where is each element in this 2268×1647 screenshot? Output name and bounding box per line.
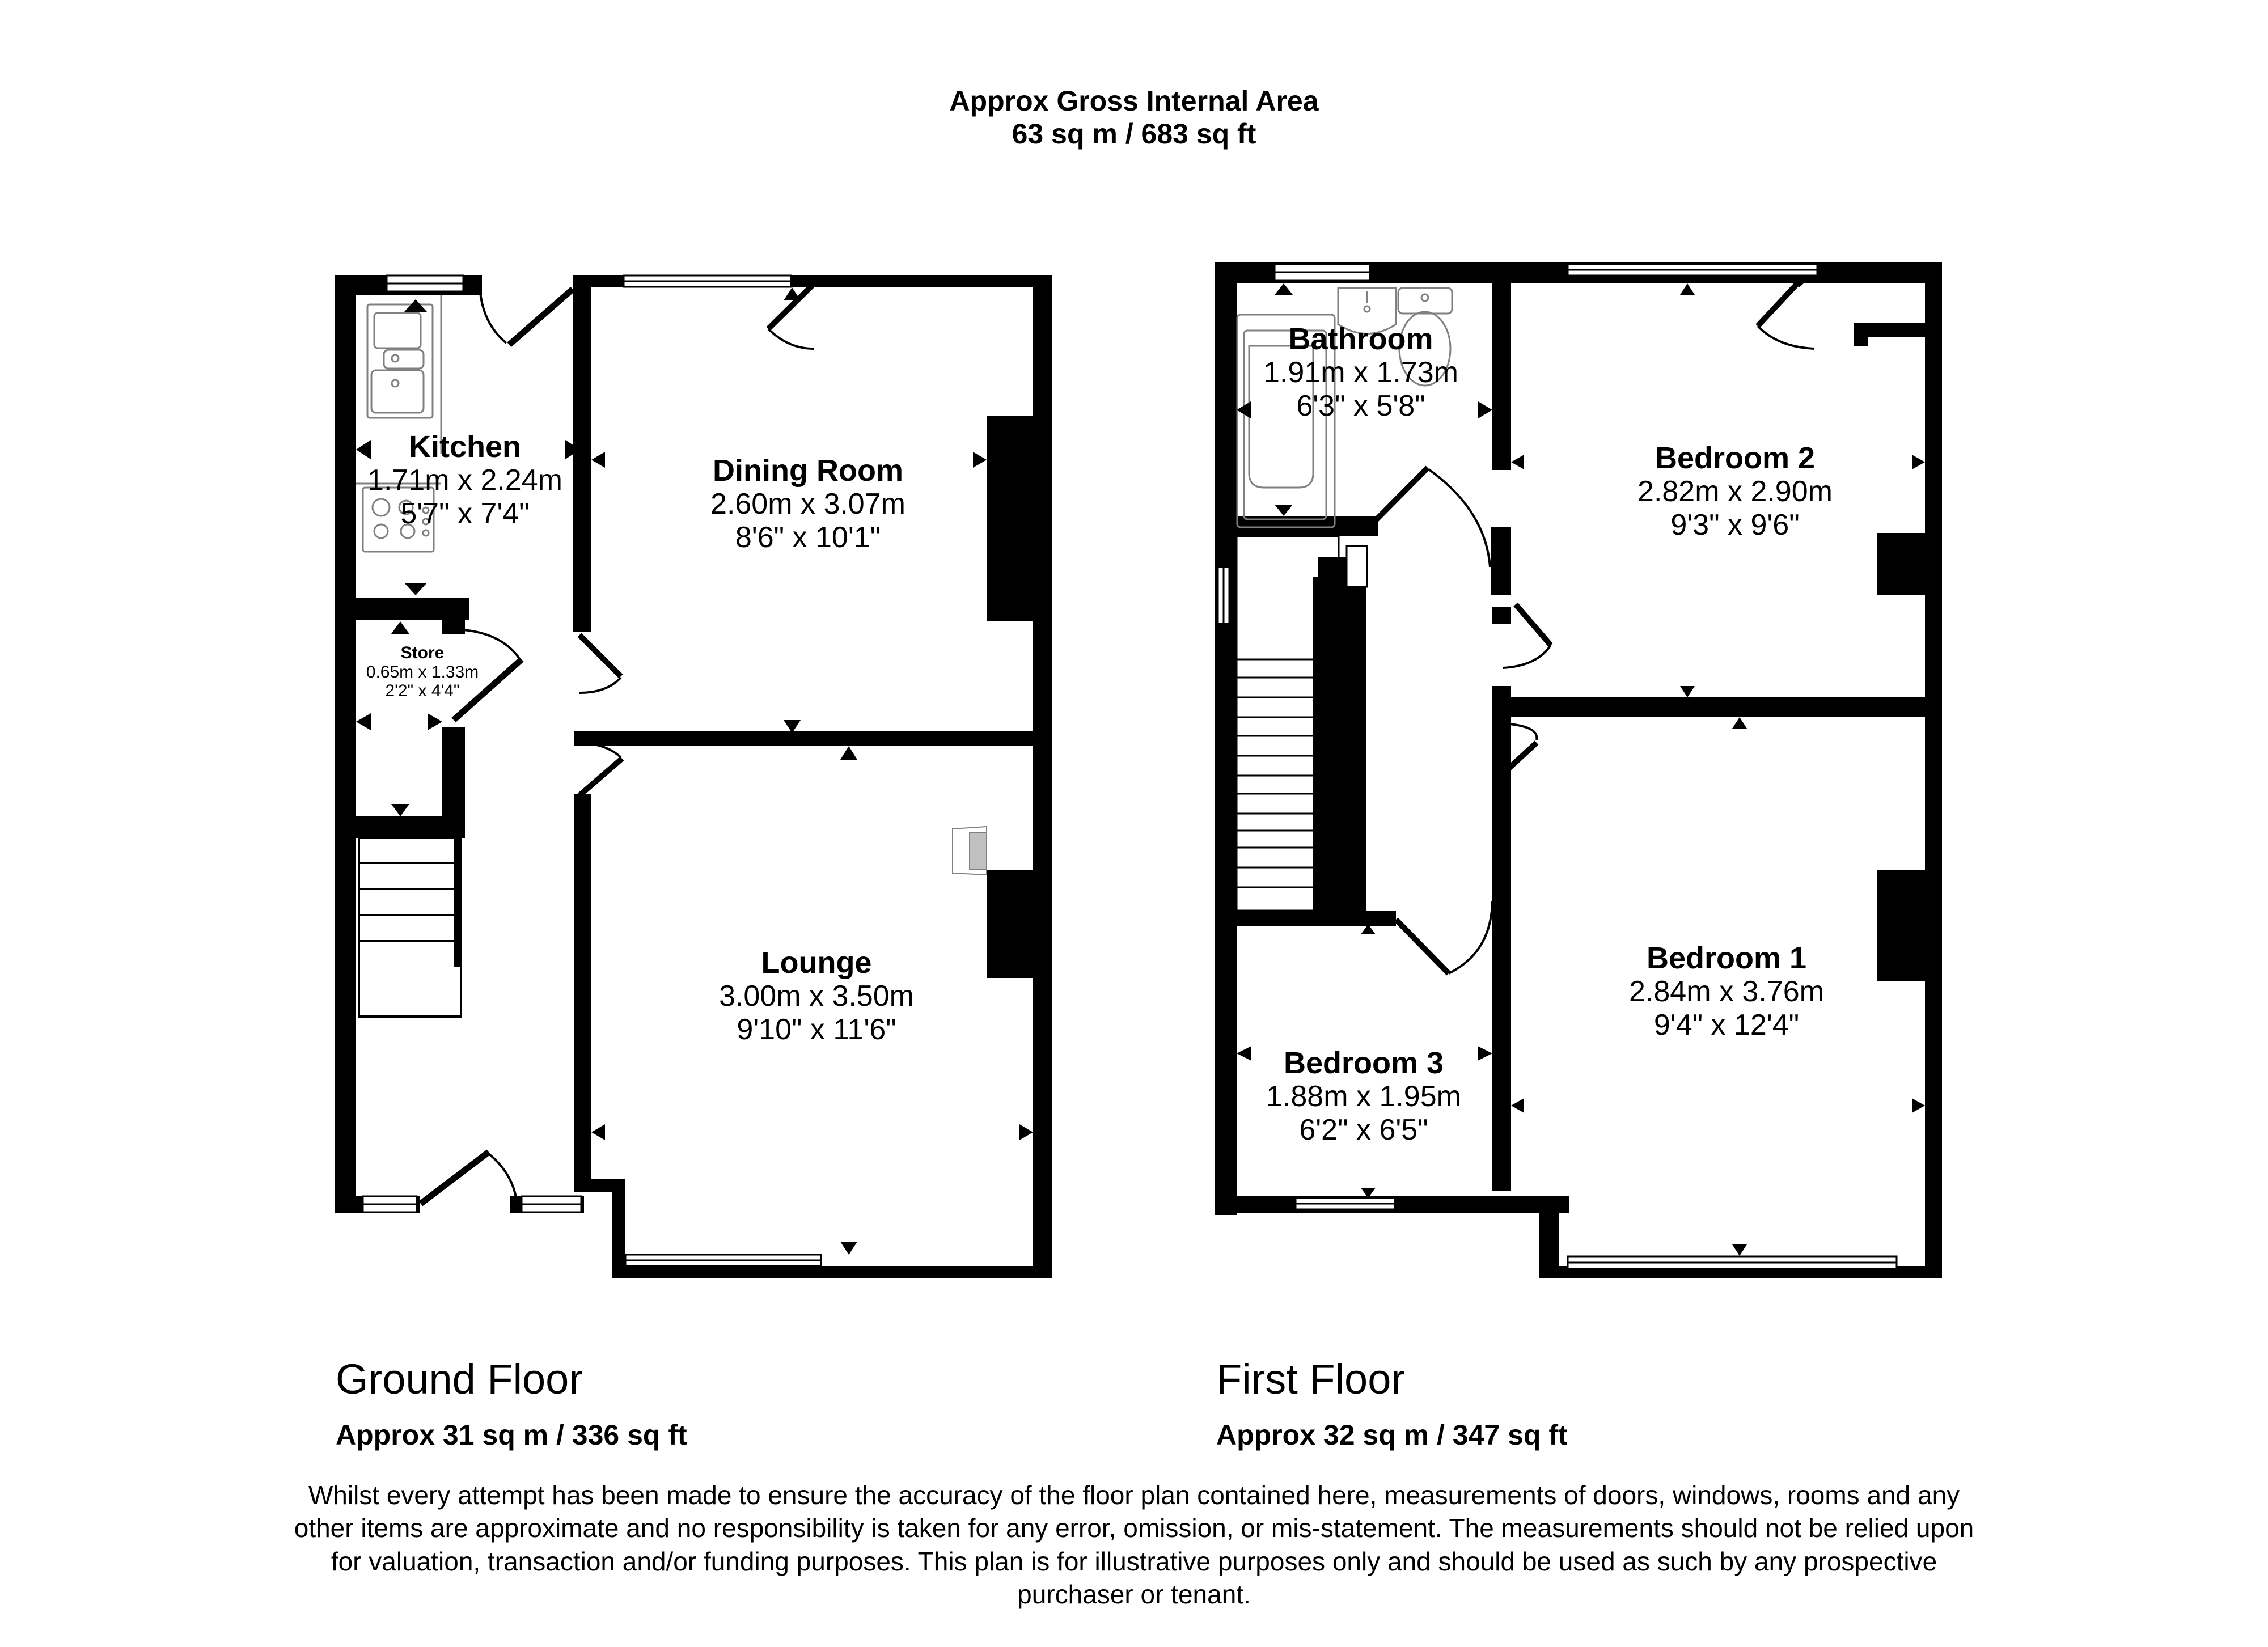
room-label-lounge: Lounge 3.00m x 3.50m 9'10" x 11'6": [719, 946, 914, 1046]
room-name: Lounge: [761, 946, 872, 980]
room-label-bedroom-2: Bedroom 2 2.82m x 2.90m 9'3" x 9'6": [1637, 441, 1833, 541]
hob: [362, 486, 435, 553]
room-imperial: 6'2" x 6'5": [1299, 1113, 1428, 1146]
gross-area-title: Approx Gross Internal Area 63 sq m / 683…: [0, 85, 2268, 150]
room-metric: 1.91m x 1.73m: [1263, 356, 1458, 389]
room-metric: 2.84m x 3.76m: [1629, 975, 1824, 1009]
room-label-bathroom: Bathroom 1.91m x 1.73m 6'3" x 5'8": [1263, 322, 1458, 422]
room-metric: 3.00m x 3.50m: [719, 980, 914, 1013]
room-label-store: Store 0.65m x 1.33m 2'2" x 4'4": [366, 643, 479, 701]
dining-door: [577, 633, 623, 679]
room-name: Bedroom 1: [1646, 941, 1807, 975]
wall: [1033, 275, 1052, 1278]
kitchen-sink: [356, 295, 442, 485]
ground-floor-area: Approx 31 sq m / 336 sq ft: [336, 1419, 687, 1451]
wall: [335, 275, 356, 1213]
room-label-dining-room: Dining Room 2.60m x 3.07m 8'6" x 10'1": [710, 454, 905, 554]
ground-floor-plan: [335, 274, 1052, 1278]
room-name: Kitchen: [408, 430, 522, 464]
store-door: [451, 657, 524, 723]
room-imperial: 6'3" x 5'8": [1296, 389, 1425, 422]
room-imperial: 2'2" x 4'4": [385, 681, 460, 701]
staircase-first: [1235, 535, 1368, 920]
room-metric: 2.82m x 2.90m: [1637, 475, 1833, 509]
room-imperial: 8'6" x 10'1": [735, 520, 881, 554]
front-door: [418, 1149, 491, 1206]
room-label-kitchen: Kitchen 1.71m x 2.24m 5'7" x 7'4": [367, 430, 562, 530]
room-metric: 2.60m x 3.07m: [710, 488, 905, 521]
first-floor-plan: [1215, 262, 1942, 1278]
staircase-ground: [358, 837, 462, 1018]
room-label-bedroom-3: Bedroom 3 1.88m x 1.95m 6'2" x 6'5": [1266, 1046, 1461, 1146]
room-metric: 1.71m x 2.24m: [367, 464, 562, 497]
room-imperial: 5'7" x 7'4": [400, 497, 530, 530]
ground-floor-label: Ground Floor: [336, 1356, 583, 1403]
room-name: Bedroom 3: [1283, 1046, 1444, 1080]
dimension-arrows: [356, 283, 1925, 1256]
room-imperial: 9'3" x 9'6": [1670, 508, 1800, 541]
room-name: Bedroom 2: [1655, 441, 1816, 475]
bath-tub: [1236, 314, 1336, 528]
room-metric: 0.65m x 1.33m: [366, 662, 479, 681]
wall: [356, 598, 469, 620]
room-imperial: 9'4" x 12'4": [1653, 1008, 1800, 1041]
title-line-1: Approx Gross Internal Area: [949, 85, 1319, 117]
room-label-bedroom-1: Bedroom 1 2.84m x 3.76m 9'4" x 12'4": [1629, 941, 1824, 1041]
wall: [573, 275, 591, 632]
room-name: Store: [400, 643, 445, 662]
toilet: [1397, 287, 1453, 387]
room-name: Bathroom: [1288, 322, 1433, 356]
room-name: Dining Room: [713, 454, 903, 488]
lounge-door: [577, 756, 624, 798]
back-door: [507, 286, 575, 348]
first-floor-area: Approx 32 sq m / 347 sq ft: [1216, 1419, 1568, 1451]
disclaimer-text: Whilst every attempt has been made to en…: [294, 1480, 1974, 1610]
first-floor-label: First Floor: [1216, 1356, 1405, 1403]
title-line-2: 63 sq m / 683 sq ft: [1012, 117, 1256, 150]
wash-basin: [1337, 287, 1397, 335]
room-imperial: 9'10" x 11'6": [737, 1013, 896, 1046]
room-metric: 1.88m x 1.95m: [1266, 1080, 1461, 1113]
fireplace: [952, 825, 987, 876]
